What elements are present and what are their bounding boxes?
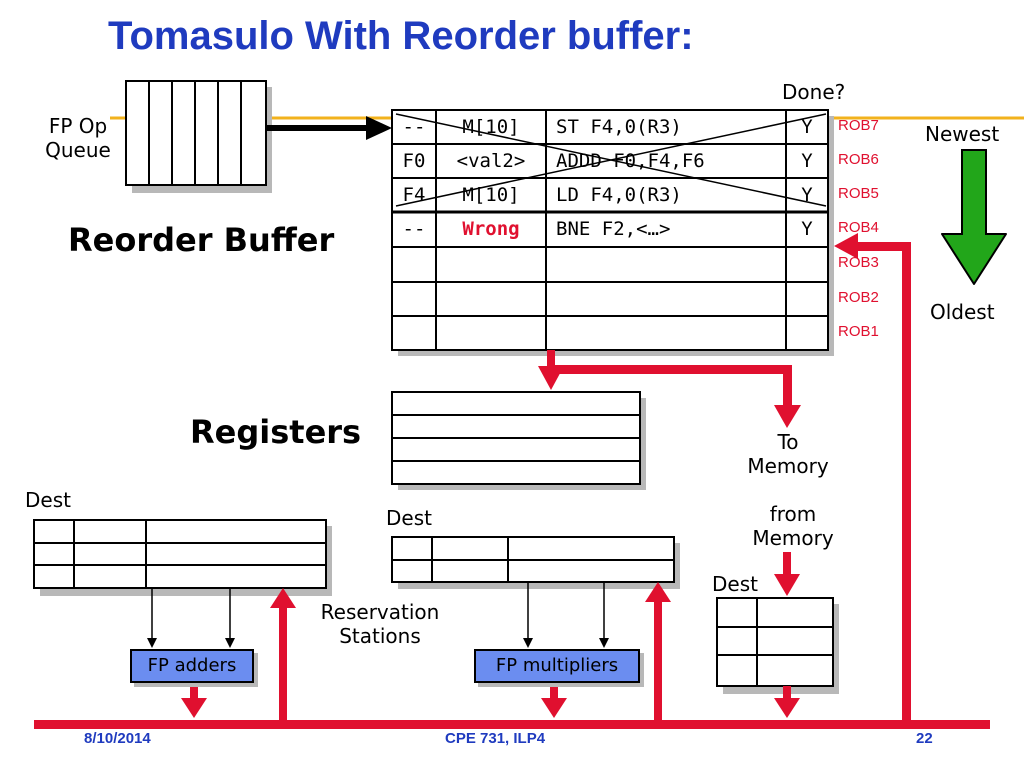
reservation-stations-label: Reservation Stations xyxy=(320,600,440,648)
reorder-buffer-label: Reorder Buffer xyxy=(68,221,335,259)
rob-cell-dest xyxy=(392,282,436,316)
from-memory-label: from Memory xyxy=(752,502,834,550)
adder-reservation-station-table xyxy=(33,519,332,596)
rob-cell-instr xyxy=(546,247,786,282)
rob-cell-value: M[10] xyxy=(462,116,520,138)
cross-line-2 xyxy=(395,113,827,207)
rob-cell-dest xyxy=(392,247,436,282)
rob-cell-value: <val2> xyxy=(456,150,526,172)
rob-cell-done xyxy=(786,282,828,316)
rob-entry-label: ROB1 xyxy=(838,323,879,340)
rob-cell-value xyxy=(436,282,546,316)
rob-cell-instr: ST F4,0(R3) xyxy=(556,116,682,138)
oldest-label: Oldest xyxy=(930,300,995,324)
rob-cell-dest xyxy=(392,316,436,350)
rob-cell-instr xyxy=(546,316,786,350)
dest-label-right: Dest xyxy=(712,572,758,596)
rob-cell-value: Wrong xyxy=(462,218,520,240)
rob-cell-instr xyxy=(546,282,786,316)
rs-to-unit-arrows xyxy=(147,582,609,648)
rob-cell-dest: -- xyxy=(402,116,426,138)
common-data-bus xyxy=(34,233,990,729)
rob-entry-label: ROB7 xyxy=(838,117,879,134)
rob-cell-dest: -- xyxy=(402,218,426,240)
rob-cell-instr: LD F4,0(R3) xyxy=(556,184,682,206)
rob-entry-label: ROB5 xyxy=(838,185,879,202)
fp-adders-label: FP adders xyxy=(147,655,237,676)
reorder-buffer-table xyxy=(391,109,834,356)
multiplier-reservation-station-table xyxy=(391,536,680,589)
rob-cell-instr: BNE F2,<…> xyxy=(556,218,671,240)
footer-page-number: 22 xyxy=(916,730,933,747)
fp-op-queue-label: FP Op Queue xyxy=(45,114,111,162)
rob-cell-value xyxy=(436,316,546,350)
registers-table xyxy=(391,391,646,490)
rob-cell-instr: ADDD F0,F4,F6 xyxy=(556,150,705,172)
rob-cell-done xyxy=(786,316,828,350)
fp-multipliers-label: FP multipliers xyxy=(495,655,619,676)
rob-cell-value xyxy=(436,247,546,282)
rob-entry-label: ROB4 xyxy=(838,219,879,236)
rob-cell-done xyxy=(786,247,828,282)
newest-to-oldest-arrow xyxy=(941,149,1007,285)
rob-cell-dest: F0 xyxy=(402,150,426,172)
footer-date: 8/10/2014 xyxy=(84,730,151,747)
footer-course: CPE 731, ILP4 xyxy=(445,730,546,747)
dest-label-left: Dest xyxy=(25,488,71,512)
rob-cell-done: Y xyxy=(801,218,813,240)
dest-label-mid: Dest xyxy=(386,506,432,530)
rob-entry-label: ROB6 xyxy=(838,151,879,168)
memory-buffer-table xyxy=(716,597,839,694)
rob-entry-label: ROB3 xyxy=(838,254,879,271)
newest-label: Newest xyxy=(925,122,1000,146)
registers-label: Registers xyxy=(190,413,362,451)
to-memory-label: To Memory xyxy=(747,430,829,478)
rob-cell-done: Y xyxy=(801,184,813,206)
rob-cell-done: Y xyxy=(801,116,813,138)
fp-adders-unit: FP adders xyxy=(130,649,254,683)
rob-cell-value: M[10] xyxy=(462,184,520,206)
fp-multipliers-unit: FP multipliers xyxy=(474,649,640,683)
rob-cell-dest: F4 xyxy=(402,184,426,206)
done-column-label: Done? xyxy=(782,80,846,104)
rob-cell-done: Y xyxy=(801,150,813,172)
fp-op-queue-box xyxy=(125,80,272,193)
rob-entry-label: ROB2 xyxy=(838,289,879,306)
page-title: Tomasulo With Reorder buffer: xyxy=(108,14,694,58)
